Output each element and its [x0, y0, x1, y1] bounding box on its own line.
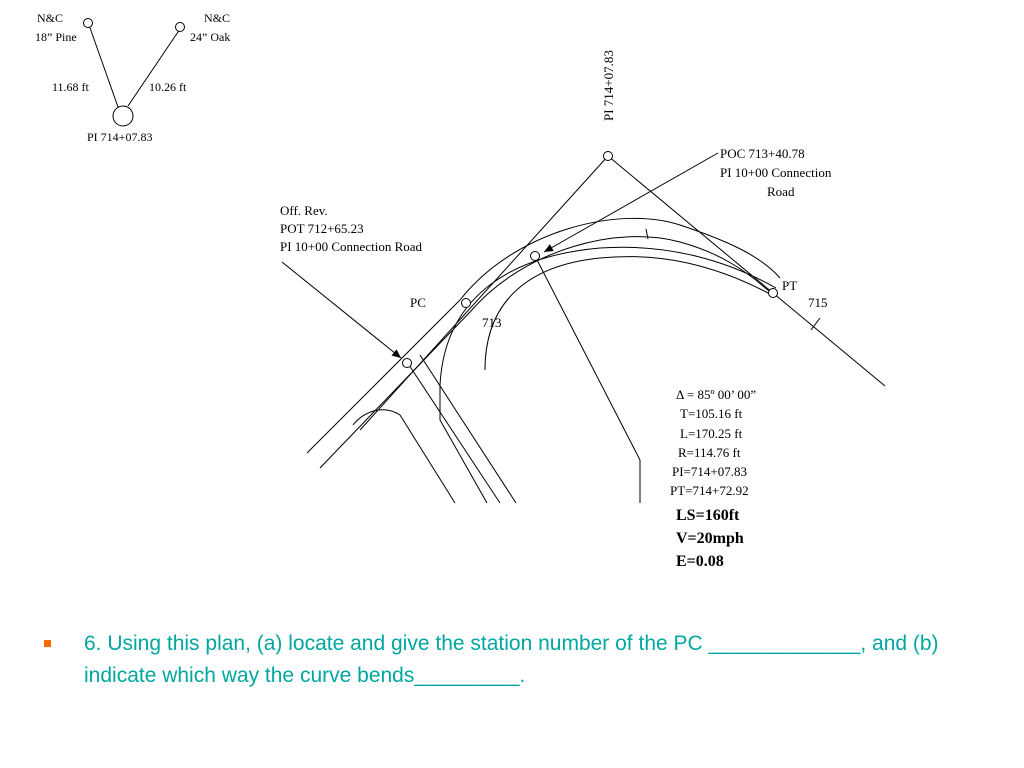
off-rev-label-line1: Off. Rev.: [280, 203, 328, 218]
curve-radius: R=114.76 ft: [678, 445, 741, 460]
poc-label-line1: POC 713+40.78: [720, 146, 805, 161]
pt-point: [768, 288, 778, 298]
poc-leader-arrow: [543, 152, 719, 253]
off-rev-label-line3: PI 10+00 Connection Road: [280, 239, 423, 254]
pot-point: [402, 358, 412, 368]
curve-tangent: T=105.16 ft: [680, 406, 743, 421]
poc-label-line2: PI 10+00 Connection: [720, 165, 832, 180]
pi-vertical-label: PI 714+07.83: [601, 50, 616, 121]
pt-label: PT: [782, 278, 797, 293]
curve-pi: PI=714+07.83: [672, 464, 747, 479]
question-block: 6. Using this plan, (a) locate and give …: [44, 628, 1004, 692]
curve-data-block: Δ = 85º 00’ 00” T=105.16 ft L=170.25 ft …: [670, 387, 756, 498]
pine-distance-label: 11.68 ft: [52, 80, 90, 94]
poc-point: [530, 251, 540, 261]
pi-monument-marker: [112, 105, 134, 127]
pc-point: [461, 298, 471, 308]
length-spiral-value: LS=160ft: [676, 507, 740, 524]
station-715-label: 715: [808, 295, 828, 310]
oak-distance-label: 10.26 ft: [149, 80, 187, 94]
road-plan: [306, 155, 886, 504]
curve-length: L=170.25 ft: [680, 426, 743, 441]
oak-label-line2: 24” Oak: [190, 30, 230, 44]
pc-label: PC: [410, 295, 426, 310]
pine-label-line2: 18” Pine: [35, 30, 77, 44]
poc-label-line3: Road: [767, 184, 795, 199]
extra-design-data: LS=160ft V=20mph E=0.08: [676, 504, 744, 573]
pot-leader-arrow: [281, 261, 402, 359]
design-speed-value: V=20mph: [676, 530, 744, 547]
inset-pi-label: PI 714+07.83: [87, 130, 152, 144]
oak-tree-marker: [175, 22, 185, 32]
station-713-label: 713: [482, 315, 502, 330]
bullet-icon: [44, 640, 51, 647]
pine-label-line1: N&C: [37, 11, 63, 25]
curve-delta: Δ = 85º 00’ 00”: [676, 387, 756, 402]
pine-tree-marker: [83, 18, 93, 28]
superelevation-value: E=0.08: [676, 553, 724, 570]
off-rev-label-line2: POT 712+65.23: [280, 221, 364, 236]
oak-label-line1: N&C: [204, 11, 230, 25]
question-text: 6. Using this plan, (a) locate and give …: [84, 632, 939, 687]
pi-point: [603, 151, 613, 161]
tree-tie-inset: N&C 18” Pine N&C 24” Oak 11.68 ft 10.26 …: [35, 11, 230, 144]
curve-pt: PT=714+72.92: [670, 483, 749, 498]
